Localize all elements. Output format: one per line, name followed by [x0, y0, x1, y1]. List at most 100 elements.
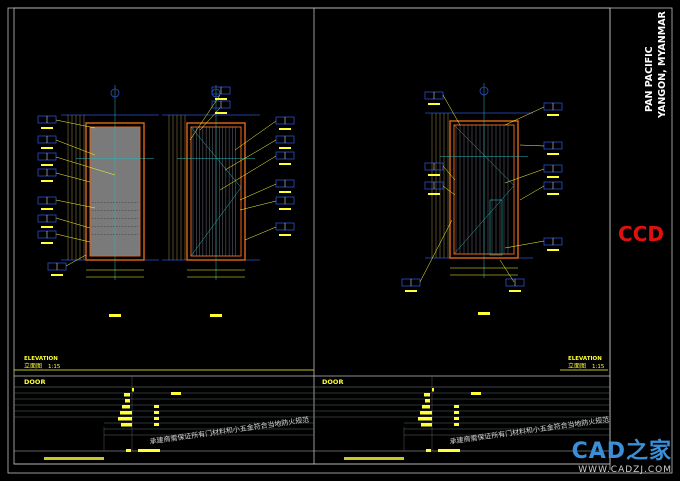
view-label: [210, 314, 222, 317]
elevation-scale: 1:15: [592, 364, 605, 370]
leader-line: [55, 217, 91, 229]
schedule-cell-value: [454, 411, 459, 414]
schedule-cell-value: [454, 405, 459, 408]
schedule-cell-value: [424, 393, 430, 397]
schedule-cell-value: [154, 423, 159, 426]
leader-line: [442, 185, 456, 196]
leader-line: [219, 155, 277, 191]
schedule-cell-value: [121, 423, 132, 427]
annotation-tag-label: [41, 226, 53, 228]
schedule-cell-value: [426, 449, 431, 452]
leader-line: [199, 107, 221, 131]
schedule-cell-value: [454, 417, 459, 420]
schedule-title: DOOR: [322, 378, 343, 386]
annotation-tag-label: [279, 128, 291, 130]
annotation-tag-label: [279, 147, 291, 149]
annotation-tag-label: [547, 249, 559, 251]
schedule-cell-value: [126, 449, 131, 452]
schedule-cell-value: [421, 423, 432, 427]
annotation-tag-label: [428, 103, 440, 105]
project-name: PAN PACIFIC: [644, 46, 655, 112]
leader-line: [189, 94, 221, 141]
annotation-tag-label: [547, 153, 559, 155]
annotation-tag-label: [51, 274, 63, 276]
schedule-cell-value: [438, 449, 460, 452]
schedule-cell-value: [154, 405, 159, 408]
leader-line: [504, 168, 545, 184]
schedule-cell-value: [154, 417, 159, 420]
annotation-tag-label: [509, 290, 521, 292]
glass-panel: [489, 199, 503, 256]
leader-line: [239, 183, 277, 201]
schedule-cell-value: [454, 423, 459, 426]
fire-code-note: 承建商需保证所有门材料和小五金符合当地防火规范: [149, 415, 310, 446]
leader-line: [244, 226, 277, 241]
schedule-cell-value: [171, 392, 181, 395]
leader-line: [504, 240, 545, 249]
leader-line: [499, 259, 515, 283]
leader-line: [442, 94, 461, 126]
annotation-tag-label: [41, 208, 53, 210]
annotation-tag-label: [41, 147, 53, 149]
schedule-footnote: [44, 457, 104, 460]
elevation-title-cn: 立面图: [568, 362, 586, 370]
schedule-cell-value: [420, 411, 432, 415]
annotation-tag-label: [405, 290, 417, 292]
leader-line: [55, 119, 96, 129]
schedule-cell-value: [422, 405, 430, 409]
schedule-cell-value: [132, 388, 134, 392]
schedule-cell-value: [471, 392, 481, 395]
watermark-brand: CAD之家: [571, 439, 672, 464]
schedule-cell-value: [122, 405, 130, 409]
view-label: [109, 314, 121, 317]
leader-line: [504, 106, 545, 126]
annotation-tag-label: [215, 98, 227, 100]
left-elevation-label: ELEVATION 立面图 1:15 DOOR 承建商需保证所有门材料和小五金符…: [24, 356, 310, 446]
leader-line: [519, 185, 545, 201]
watermark: CAD之家 WWW.CADZJ.COM: [572, 433, 672, 475]
annotation-tag-label: [41, 180, 53, 182]
schedule-cell-value: [154, 411, 159, 414]
view-label: [478, 312, 490, 315]
right-elevation-label: ELEVATION 立面图 1:15 DOOR 承建商需保证所有门材料和小五金符…: [322, 356, 610, 446]
leader-line: [419, 219, 453, 283]
watermark-url: WWW.CADZJ.COM: [578, 465, 672, 475]
leader-line: [55, 139, 96, 156]
title-block: PAN PACIFIC YANGON, MYANMAR CCD: [618, 10, 668, 246]
project-location: YANGON, MYANMAR: [657, 10, 668, 119]
annotation-tag-label: [279, 208, 291, 210]
elevation-scale: 1:15: [48, 364, 61, 370]
annotation-tag-label: [428, 193, 440, 195]
leader-line: [234, 120, 277, 151]
annotation-tag-label: [547, 176, 559, 178]
schedule-cell-value: [124, 393, 130, 397]
annotation-tag-label: [279, 234, 291, 236]
elevation-title: ELEVATION: [24, 356, 58, 362]
schedule-cell-value: [118, 417, 132, 421]
annotation-tag-label: [547, 193, 559, 195]
leader-line: [224, 139, 277, 171]
annotation-tag-label: [547, 114, 559, 116]
schedule-footnote: [344, 457, 404, 460]
leader-line: [239, 200, 277, 211]
leader-line: [442, 165, 456, 181]
leader-line: [65, 254, 87, 267]
annotation-tag-label: [41, 164, 53, 166]
leader-line: [55, 199, 96, 209]
leader-line: [55, 233, 91, 243]
schedule-cell-value: [120, 411, 132, 415]
ccd-logo: CCD: [618, 222, 664, 246]
door-elevations: [37, 83, 563, 317]
annotation-tag-label: [41, 127, 53, 129]
annotation-tag-label: [279, 191, 291, 193]
annotation-tag-label: [279, 163, 291, 165]
leader-line: [55, 172, 91, 183]
schedule-title: DOOR: [24, 378, 45, 386]
annotation-tag-label: [428, 174, 440, 176]
schedule-cell-value: [125, 399, 130, 403]
grid-bubble: [110, 88, 120, 98]
annotation-tag-label: [215, 112, 227, 114]
leader-line: [519, 144, 545, 147]
grid-bubble: [479, 86, 489, 96]
